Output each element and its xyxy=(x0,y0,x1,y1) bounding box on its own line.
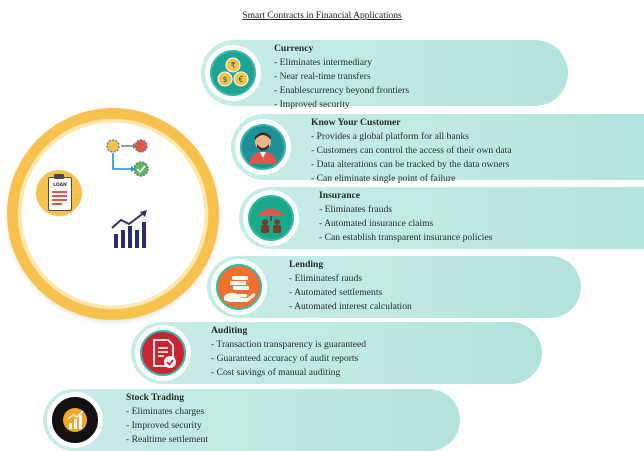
auditing-icon-holder xyxy=(135,325,191,381)
growth-chart-icon xyxy=(111,210,147,248)
insurance-point: - Can establish transparent insurance po… xyxy=(319,231,493,243)
insurance-card: Insurance - Eliminates frauds - Automate… xyxy=(239,187,644,249)
svg-text:₹: ₹ xyxy=(230,61,235,70)
stock-trading-heading: Stock Trading xyxy=(126,392,185,403)
currency-heading: Currency xyxy=(274,43,314,54)
kyc-icon-holder xyxy=(235,119,291,175)
lending-point: - Automated settlements xyxy=(289,286,390,298)
stock-trading-point: - Improved security xyxy=(126,419,202,431)
lending-icon-holder xyxy=(211,259,267,315)
lending-heading: Lending xyxy=(289,259,324,270)
insurance-heading: Insurance xyxy=(319,190,361,201)
insurance-umbrella-icon xyxy=(248,195,294,241)
kyc-point: - Provides a global platform for all ban… xyxy=(311,130,469,142)
currency-point: - Eliminates intermediary xyxy=(274,56,373,68)
auditing-heading: Auditing xyxy=(211,325,248,336)
auditing-point: - Cost savings of manual auditing xyxy=(211,366,341,378)
loan-label: LOAN xyxy=(53,183,67,188)
stock-icon-holder xyxy=(47,392,103,448)
stock-chart-icon xyxy=(52,397,98,443)
process-gears-icon xyxy=(106,139,149,177)
customer-person-icon xyxy=(240,124,286,170)
currency-exchange-icon: ₹ $ € xyxy=(210,50,256,96)
kyc-point: - Can eliminate single point of failure xyxy=(311,172,456,184)
svg-text:€: € xyxy=(238,75,243,84)
lending-point: - Automated interest calculation xyxy=(289,300,412,312)
diagram-title: Smart Contracts in Financial Application… xyxy=(242,11,402,21)
currency-point: - Enablescurrency beyond frontiers xyxy=(274,84,410,96)
center-hub: LOAN xyxy=(36,138,191,292)
stock-trading-point: - Realtime settlement xyxy=(126,433,209,445)
lending-card: Lending - Eliminatesf rauds - Automated … xyxy=(207,256,581,318)
auditing-card: Auditing - Transaction transparency is g… xyxy=(131,322,542,384)
kyc-point: - Data alterations can be tracked by the… xyxy=(311,158,510,170)
svg-text:$: $ xyxy=(222,75,227,84)
auditing-point: - Guaranteed accuracy of audit reports xyxy=(211,352,366,364)
insurance-point: - Automated insurance claims xyxy=(319,217,434,229)
lending-point: - Eliminatesf rauds xyxy=(289,272,362,284)
stock-trading-card: Stock Trading - Eliminates charges - Imp… xyxy=(43,389,460,451)
kyc-point: - Customers can control the access of th… xyxy=(311,144,512,156)
loan-clipboard-icon: LOAN xyxy=(36,170,82,216)
kyc-card: Know Your Customer - Provides a global p… xyxy=(231,114,644,184)
stock-trading-point: - Eliminates charges xyxy=(126,405,205,417)
auditing-point: - Transaction transparency is guaranteed xyxy=(211,338,367,350)
currency-point: - Improved security xyxy=(274,98,350,110)
currency-card: ₹ $ € Currency - Eliminates intermediary… xyxy=(201,40,568,110)
lending-hand-icon xyxy=(216,264,262,310)
insurance-point: - Eliminates frauds xyxy=(319,203,392,215)
kyc-heading: Know Your Customer xyxy=(311,117,401,128)
currency-icon-holder: ₹ $ € xyxy=(205,45,261,101)
currency-point: - Near real-time transfers xyxy=(274,70,371,82)
insurance-icon-holder xyxy=(243,190,299,246)
audit-document-icon xyxy=(140,330,186,376)
